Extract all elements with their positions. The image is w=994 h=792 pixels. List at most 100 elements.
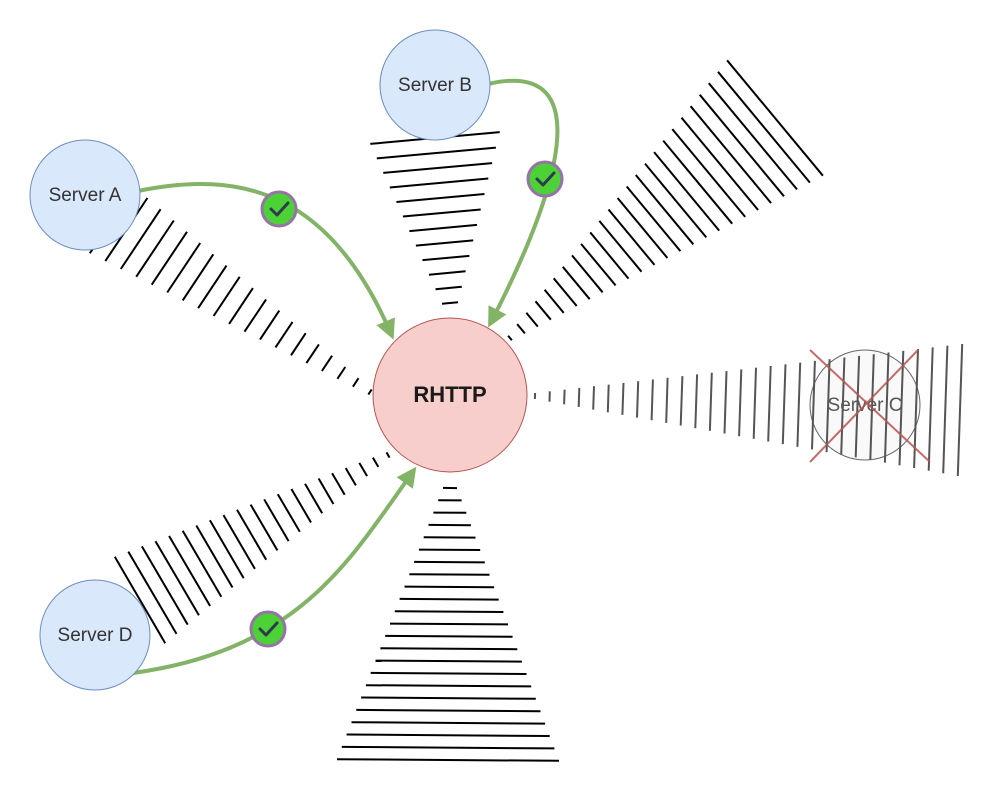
fan-server-c-hatch-line	[796, 362, 802, 447]
fan-north-east-hatch-line	[552, 277, 578, 307]
fan-north-east-hatch-line	[698, 94, 785, 197]
fan-server-d-hatch-line	[358, 462, 368, 477]
fan-server-d-hatch-line	[263, 498, 290, 542]
fan-server-c-hatch-line	[898, 350, 905, 466]
server-a-label: Server A	[49, 185, 122, 206]
fan-server-b-hatch-line	[428, 270, 466, 276]
fan-north-east-hatch-line	[534, 300, 552, 321]
fan-server-d-hatch-line	[141, 545, 189, 626]
fan-server-a-hatch-line	[181, 253, 215, 301]
fan-north-east-hatch-line	[543, 289, 565, 314]
fan-server-b-hatch-line	[415, 239, 474, 247]
fan-server-d-hatch-line	[331, 472, 346, 496]
fan-server-c-hatch-line	[825, 359, 831, 453]
hub-node[interactable]: RHTTP	[372, 317, 528, 473]
fan-north-east-hatch-line	[644, 162, 708, 239]
fan-server-b-hatch-line	[383, 162, 493, 174]
fan-server-d-hatch-line	[222, 514, 256, 570]
fan-server-c-hatch-line	[942, 345, 949, 474]
fan-north-east-hatch-line	[717, 71, 811, 184]
fan-server-d-hatch-line	[290, 488, 312, 524]
server-d-node[interactable]: Server D	[39, 579, 151, 691]
check-circle-icon	[249, 610, 287, 648]
fan-server-d-hatch-line	[249, 504, 279, 551]
connection-server-d	[132, 466, 417, 675]
fan-server-a-hatch-line	[305, 343, 320, 364]
fan-server-d-hatch-line	[304, 483, 324, 514]
fan-server-d-hatch-line	[372, 457, 380, 468]
fan-north-east-hatch-line	[625, 185, 682, 252]
fan-north-east-hatch-line	[635, 174, 695, 245]
fan-server-a-hatch-line	[274, 321, 294, 348]
cross-icon	[809, 349, 931, 463]
fan-server-b-hatch-line	[396, 193, 485, 203]
fan-north-east-hatch-line	[516, 323, 526, 335]
fan-server-c-hatch-line	[723, 371, 728, 434]
check-circle-icon	[260, 190, 298, 228]
fan-north-east-hatch-line	[662, 139, 733, 225]
fan-server-d-hatch-line	[195, 524, 234, 589]
fan-server-a-hatch-line	[212, 276, 241, 317]
fan-server-b-hatch-line	[376, 146, 496, 160]
fan-server-b-hatch-line	[435, 285, 462, 291]
fan-south-hatch-line	[399, 597, 499, 601]
fan-north-east-hatch-line	[562, 266, 591, 300]
server-b-circle	[379, 29, 491, 141]
fan-server-a-hatch-line	[135, 219, 175, 278]
fan-server-a-hatch-line	[243, 298, 267, 333]
fan-server-c-hatch-line	[621, 382, 625, 415]
fan-server-b-hatch-line	[389, 177, 489, 189]
fan-north-east-hatch-line	[507, 335, 513, 341]
fan-server-c-hatch-line	[636, 381, 640, 418]
fan-server-c-hatch-line	[577, 387, 581, 408]
fan-north-east-hatch-line	[671, 128, 746, 218]
server-d-circle	[39, 579, 151, 691]
server-a-node[interactable]: Server A	[29, 139, 141, 251]
signal-fans	[88, 59, 824, 762]
fan-server-d-hatch-line	[168, 535, 211, 607]
fan-server-c-hatch-line	[606, 384, 610, 413]
fan-server-a-hatch-line	[228, 287, 254, 325]
fan-north-east-hatch-line	[726, 59, 824, 177]
fan-server-d-hatch-line	[236, 509, 268, 561]
server-d-label: Server D	[58, 625, 133, 646]
hub-circle	[372, 317, 528, 473]
server-b-node[interactable]: Server B	[379, 29, 491, 141]
fan-server-d-hatch-line	[385, 451, 391, 459]
fan-south-hatch-line	[385, 634, 513, 638]
fan-server-c-hatch-line	[767, 365, 772, 442]
fan-north-east-hatch-line	[571, 254, 604, 293]
fan-server-a-hatch-line	[367, 388, 373, 396]
fan-south-hatch-line	[370, 671, 527, 675]
connection-server-b	[487, 78, 560, 328]
fan-server-c-hatch-line	[592, 386, 595, 410]
fan-south-hatch-line	[351, 721, 546, 725]
fan-server-a-hatch-line	[321, 355, 333, 372]
fan-server-b-hatch-line	[422, 254, 470, 262]
fan-server-a-hatch-line	[119, 208, 162, 270]
fan-server-a-hatch-line	[290, 332, 307, 356]
fan-north-east-hatch-line	[589, 231, 630, 280]
fan-server-a-hatch-line	[352, 377, 360, 388]
fan-south-hatch-line	[356, 708, 541, 713]
fan-south-hatch-line	[394, 610, 504, 613]
fan-south-hatch-line	[409, 573, 490, 576]
fan-north-east-hatch-line	[616, 197, 669, 259]
fan-server-c-hatch-line	[708, 372, 713, 431]
fan-north-east-hatch-line	[653, 151, 720, 232]
fan-server-b-hatch-line	[402, 208, 481, 218]
fan-server-b-hatch-line	[441, 301, 459, 305]
fan-south-hatch-line	[341, 745, 555, 750]
fan-south-hatch-line	[365, 684, 532, 688]
fan-server-d-hatch-line	[113, 556, 167, 644]
fan-server-c-hatch-line	[854, 355, 861, 458]
fan-server-c-hatch-line	[694, 374, 699, 429]
fan-south-hatch-line	[361, 696, 536, 700]
fan-server-d-hatch-line	[317, 477, 335, 505]
fan-south-hatch-line	[380, 647, 518, 651]
fan-north-east-hatch-line	[525, 312, 539, 328]
fan-server-d-hatch-line	[209, 519, 245, 579]
fan-south-hatch-line	[336, 758, 560, 762]
fan-north-east-hatch-line	[598, 220, 643, 273]
